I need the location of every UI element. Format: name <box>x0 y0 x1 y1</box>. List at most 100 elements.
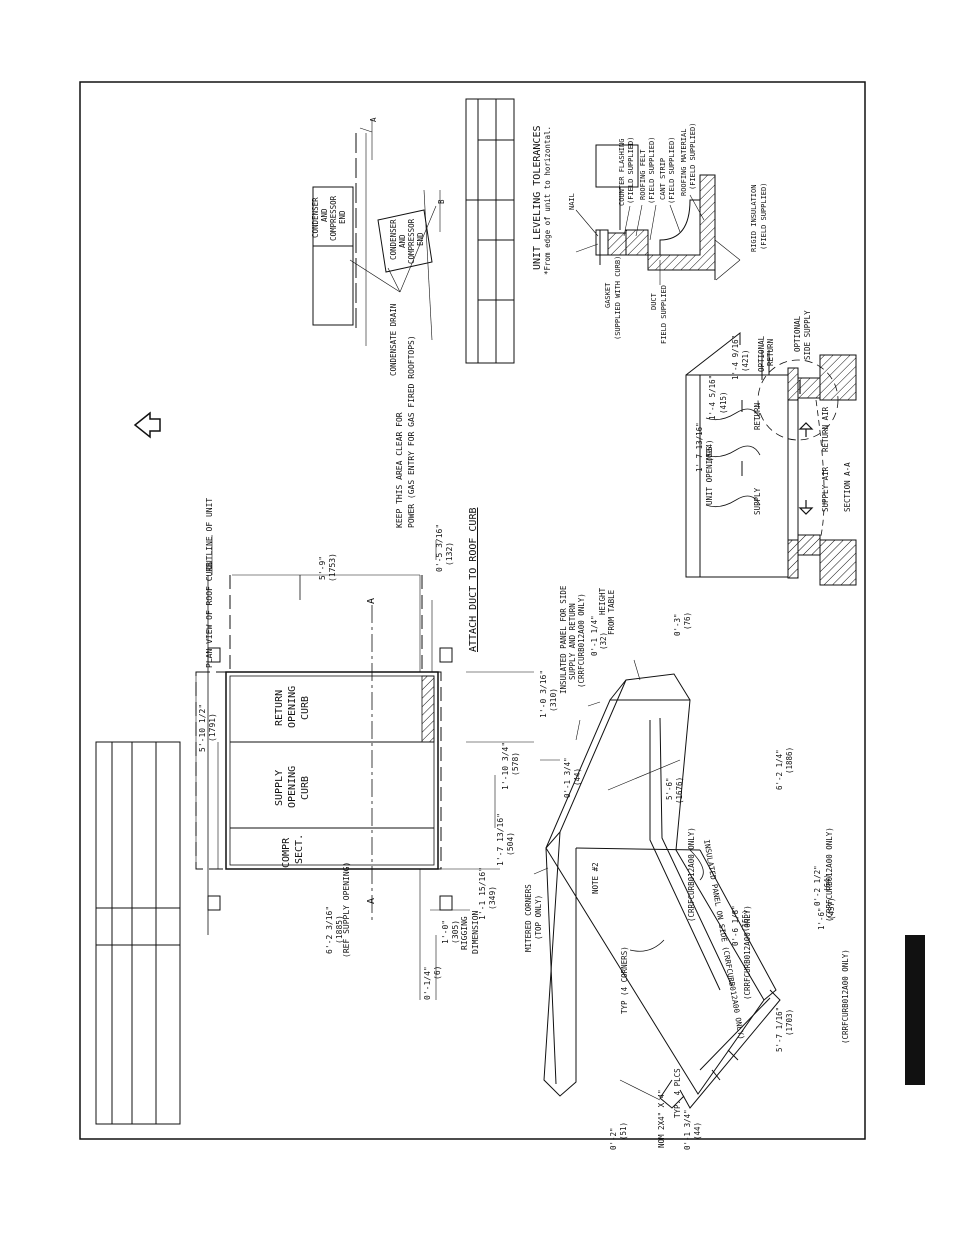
curb-outline <box>225 671 439 870</box>
dim: 0'-1 3/4" <box>683 1109 692 1150</box>
cond-comp-label-3: COMPRESSOR <box>329 195 338 241</box>
insulated-panel-label-3: (CRRFCURB012A00 ONLY) <box>577 593 586 688</box>
rigging-label: RIGGING <box>460 916 469 950</box>
roofing-felt-label: ROOFING FELT <box>639 149 647 200</box>
cond-comp-label-2: AND <box>320 208 329 222</box>
section-a-top: A <box>366 598 377 604</box>
dim: (415) <box>719 391 728 414</box>
roofing-material-label-2: (FIELD SUPPLIED) <box>689 123 697 190</box>
optional-return-label: OPTIONAL <box>757 335 766 372</box>
unit-openings-label: UNIT OPENINGS <box>705 446 714 505</box>
dim: 1'-4 9/16" <box>731 335 740 380</box>
dim: 0'-1 3/4" <box>563 757 572 798</box>
mitered-corners-label-2: (TOP ONLY) <box>534 895 543 940</box>
dim: 1'-1 15/16" <box>478 867 487 920</box>
mitered-corners-label: MITERED CORNERS <box>524 884 533 952</box>
direction-arrow-icon <box>133 411 161 439</box>
insulated-panel-label-2: SUPPLY AND RETURN <box>568 603 577 680</box>
supply-air-label: SUPPLY AIR <box>821 466 830 512</box>
page-frame <box>79 81 866 1140</box>
gas-entry-hatch <box>421 675 435 743</box>
cond-comp-label-b3: COMPRESSOR <box>407 218 416 264</box>
compr-label: COMPR <box>281 837 292 868</box>
dim: 0'-5 3/16" <box>435 524 444 572</box>
ref-supply-label: (REF SUPPLY OPENING) <box>342 862 351 958</box>
level-letter-a: A <box>369 117 378 122</box>
dim: (64) <box>823 874 832 892</box>
dim: 1'-7 13/16" <box>695 422 704 472</box>
dim: (504) <box>705 439 714 462</box>
dim: 5'-9" <box>318 556 327 580</box>
curb-table <box>95 741 181 1125</box>
rigid-insulation-label-2: (FIELD SUPPLIED) <box>760 183 768 250</box>
rigging-lug <box>439 895 453 911</box>
gasket-label: GASKET <box>604 282 612 308</box>
unit-outline <box>195 671 442 870</box>
dim: (504) <box>506 832 515 856</box>
dim: 1'-0" <box>441 920 450 944</box>
dim: (1676) <box>675 777 684 804</box>
unit-leveling-note: *From edge of unit to horizontal. <box>543 126 552 275</box>
dim: (421) <box>741 349 750 372</box>
dim: 1'-6" <box>817 907 826 930</box>
dim: (32) <box>599 632 608 650</box>
airflow-arrows <box>798 380 814 515</box>
dim: (1753) <box>328 553 337 582</box>
dim: (76) <box>683 612 692 630</box>
cond-comp-label-4: END <box>338 210 347 224</box>
dim: (457) <box>827 897 836 920</box>
rigid-insulation-label: RIGID INSULATION <box>750 185 758 252</box>
supply-curb-label-3: CURB <box>300 776 311 800</box>
rigging-lug <box>207 647 221 663</box>
dim: (310) <box>549 688 558 712</box>
counter-flashing-label: COUNTER FLASHING <box>618 139 626 206</box>
condensate-drain-label: CONDENSATE DRAIN <box>389 304 398 376</box>
outline-label: OUTLINE OF UNIT <box>205 498 214 570</box>
cond-comp-label: CONDENSER <box>311 197 320 238</box>
dim: (132) <box>445 542 454 566</box>
supply-curb-label: SUPPLY <box>274 770 285 806</box>
dim: (44) <box>573 768 582 786</box>
return-curb-label-3: CURB <box>300 696 311 720</box>
cant-strip-label-2: (FIELD SUPPLIED) <box>668 137 676 204</box>
crrf-label: (CRRFCURB012A00 ONLY) <box>687 827 696 922</box>
supply-curb-label-2: OPENING <box>287 766 298 808</box>
height-label-2: FROM TABLE <box>607 589 616 635</box>
dim: 0'-2" <box>609 1127 618 1150</box>
supply-label: SUPPLY <box>753 487 762 515</box>
crrf-label-2: (CRRFCURB012A00 ONLY) <box>743 905 752 1000</box>
dim: (51) <box>619 1122 628 1140</box>
insulated-panel-label: INSULATED PANEL FOR SIDE <box>559 585 568 694</box>
counter-flashing-label-2: (FIELD SUPPLIED) <box>627 137 635 204</box>
rigging-lug <box>439 647 453 663</box>
dim: 0'-2 1/2" <box>813 865 822 906</box>
dim: (1886) <box>785 747 794 774</box>
dim: (1885) <box>335 915 344 944</box>
dim: (1791) <box>208 713 217 742</box>
dim: (305) <box>451 920 460 944</box>
dim: 1'-4 5/16" <box>708 375 717 420</box>
crrf-label-4: (CRRFCURB012A00 ONLY) <box>841 949 850 1044</box>
keep-clear-label-2: POWER (GAS ENTRY FOR GAS FIRED ROOFTOPS) <box>407 335 416 528</box>
cond-comp-label-b: CONDENSER <box>389 219 398 260</box>
plan-view-label: PLAN VIEW OF ROOF CURB <box>205 562 214 668</box>
cond-comp-label-b2: AND <box>398 234 407 248</box>
nail-label: NAIL <box>568 193 576 210</box>
return-air-label: RETURN AIR <box>821 406 830 452</box>
leveling-table <box>465 98 515 364</box>
duct-label-2: FIELD SUPPLIED <box>660 285 668 344</box>
typ-corners-label: TYP (4 CORNERS) <box>620 946 629 1014</box>
nom-label-2: TYP. 4 PLCS <box>673 1068 682 1118</box>
attach-duct-label: ATTACH DUCT TO ROOF CURB <box>468 508 479 653</box>
section-tab <box>905 935 925 1085</box>
return-label: RETURN <box>753 403 762 430</box>
dim: (6) <box>433 966 442 980</box>
nom-label: NOM 2X4" X 4" <box>657 1089 666 1148</box>
return-curb-label-2: OPENING <box>287 686 298 728</box>
optional-return-label-2: RETURN <box>766 339 775 366</box>
return-curb-label: RETURN <box>274 690 285 726</box>
dim: (578) <box>511 752 520 776</box>
dim: 5'-7 1/16" <box>775 1007 784 1052</box>
dim: 0'-1/4" <box>423 966 432 1000</box>
